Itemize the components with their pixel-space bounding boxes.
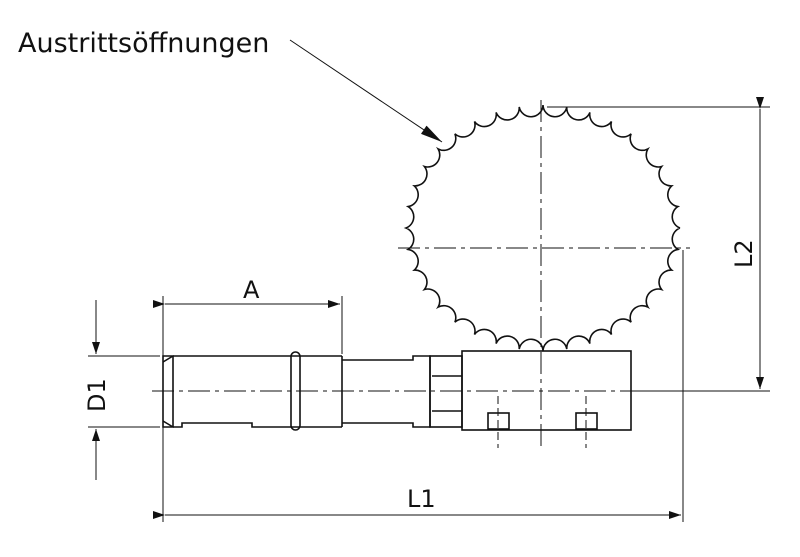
dimension-d1-label: D1 — [83, 378, 111, 412]
dimension-l2-label: L2 — [730, 239, 758, 268]
dimension-a-label: A — [243, 276, 260, 304]
dimension-l1 — [153, 250, 684, 522]
dimension-l1-label: L1 — [407, 485, 436, 513]
leader-arrow — [289, 39, 443, 143]
spray-head-sphere — [403, 104, 681, 351]
dimension-d1 — [88, 300, 160, 480]
dimension-a — [153, 296, 343, 522]
outlets-label: Austrittsöffnungen — [18, 28, 269, 59]
pipe-fitting — [162, 350, 632, 448]
dimension-l2 — [547, 97, 770, 392]
